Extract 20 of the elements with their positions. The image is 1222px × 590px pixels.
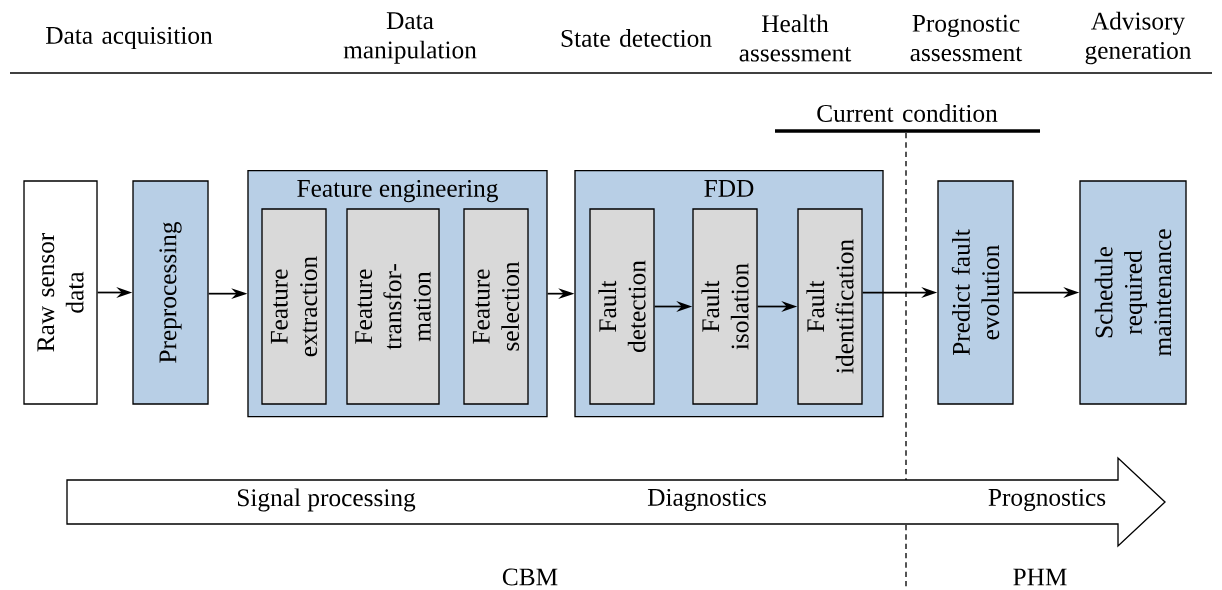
process-box: Predict fault evolution <box>937 180 1014 405</box>
stage-heading: Data manipulation <box>343 12 477 64</box>
stage-heading: State detection <box>561 29 712 47</box>
process-box: Preprocessing <box>132 180 209 405</box>
step-box: Fault identification <box>797 208 863 405</box>
step-box: Fault detection <box>589 208 655 405</box>
process-box: Raw sensor data <box>23 180 98 405</box>
step-box: Feature transfor- mation <box>346 208 440 405</box>
stage-heading: Data acquisition <box>46 26 213 50</box>
stage-heading: Prognostic assessment <box>910 14 1023 62</box>
phase-label: Prognostics <box>988 488 1106 512</box>
stage-heading: Health assessment <box>739 14 852 62</box>
step-box: Feature selection <box>463 208 529 405</box>
span-label: Current condition <box>817 104 998 122</box>
phase-label: Signal processing <box>238 488 416 512</box>
step-box: Fault isolation <box>692 208 758 405</box>
stage-heading: Advisory generation <box>1085 11 1192 65</box>
process-box: Schedule required maintenance <box>1079 180 1187 405</box>
step-box: Feature extraction <box>261 208 327 405</box>
phase-label: Diagnostics <box>647 488 766 512</box>
